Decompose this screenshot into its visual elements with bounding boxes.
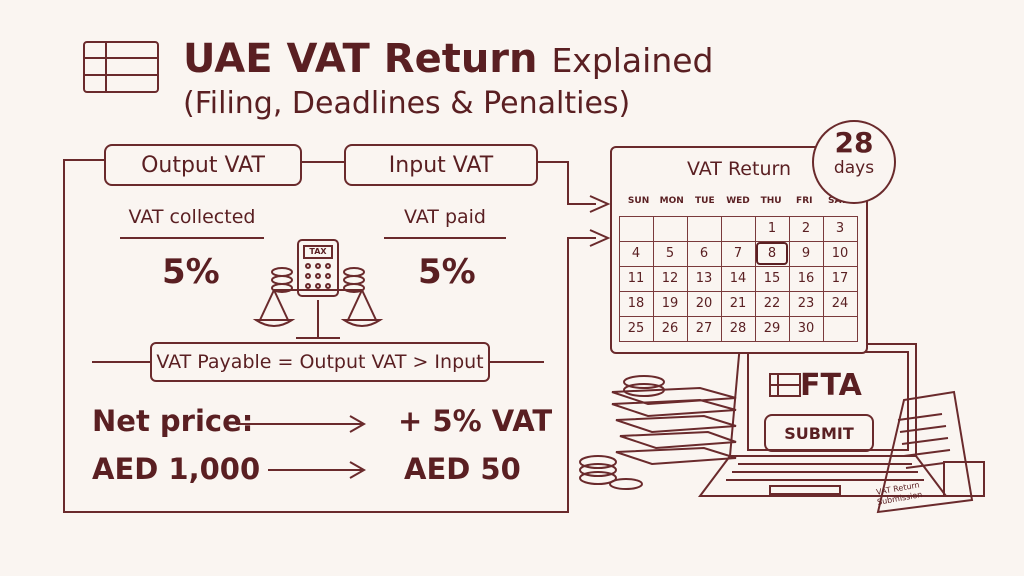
- output-vat-label: Output VAT: [104, 144, 302, 186]
- weekday: THU: [760, 196, 782, 206]
- title-bold: UAE VAT Return: [183, 36, 538, 82]
- input-vat-rate: 5%: [418, 252, 476, 292]
- days-number: 28: [834, 126, 874, 159]
- calendar-day: 1: [754, 215, 790, 242]
- fta-logo: FTA: [800, 368, 862, 403]
- calendar-day: [652, 215, 688, 242]
- calendar-day: 6: [686, 240, 722, 267]
- vat-amount: AED 50: [404, 452, 521, 486]
- output-vat-rate: 5%: [162, 252, 220, 292]
- calendar-day: 23: [788, 290, 824, 317]
- calendar-day: [686, 215, 722, 242]
- calendar-day: 13: [686, 265, 722, 292]
- vat-formula: VAT Payable = Output VAT > Input: [150, 342, 490, 382]
- calendar-day: 12: [652, 265, 688, 292]
- calendar-day: 21: [720, 290, 756, 317]
- calendar-day: 28: [720, 315, 756, 342]
- weekday: WED: [726, 196, 750, 206]
- title-rest: Explained: [551, 41, 714, 80]
- net-price-label: Net price:: [92, 404, 254, 438]
- calendar-weekdays: SUN MON TUE WED THU FRI SAT: [622, 196, 854, 206]
- calendar-day: [720, 215, 756, 242]
- calendar-day: [822, 315, 858, 342]
- net-amount: AED 1,000: [92, 452, 261, 486]
- calendar-day: 27: [686, 315, 722, 342]
- tax-tag: TAX: [309, 247, 327, 256]
- calendar-day: 9: [788, 240, 824, 267]
- calendar-day: 17: [822, 265, 858, 292]
- weekday: SAT: [827, 196, 847, 206]
- weekday: SUN: [627, 196, 650, 206]
- calendar-day: 29: [754, 315, 790, 342]
- calendar-day: [618, 215, 654, 242]
- calendar-day: 3: [822, 215, 858, 242]
- calendar-day: 16: [788, 265, 824, 292]
- input-vat-label: Input VAT: [344, 144, 538, 186]
- calendar-title: VAT Return: [687, 158, 791, 180]
- calendar-day: 25: [618, 315, 654, 342]
- calendar-day: 4: [618, 240, 654, 267]
- calendar-day: 18: [618, 290, 654, 317]
- weekday: FRI: [796, 196, 813, 206]
- days-unit: days: [833, 158, 875, 178]
- input-vat-desc: VAT paid: [404, 206, 486, 228]
- calendar-day: 30: [788, 315, 824, 342]
- calendar-day: 5: [652, 240, 688, 267]
- page-subtitle: (Filing, Deadlines & Penalties): [183, 86, 631, 121]
- calendar-day: 24: [822, 290, 858, 317]
- calendar-day: 26: [652, 315, 688, 342]
- calendar-day: 14: [720, 265, 756, 292]
- calendar-day: 20: [686, 290, 722, 317]
- page-title: UAE VAT Return Explained: [183, 36, 714, 82]
- calendar-day: 7: [720, 240, 756, 267]
- vat-add-label: + 5% VAT: [398, 404, 553, 438]
- calendar-day: 22: [754, 290, 790, 317]
- calendar-day: 19: [652, 290, 688, 317]
- output-vat-desc: VAT collected: [128, 206, 256, 228]
- days-badge: 28 days: [812, 120, 896, 204]
- weekday: MON: [659, 196, 684, 206]
- calendar-day: 11: [618, 265, 654, 292]
- calendar-day: 10: [822, 240, 858, 267]
- submit-button[interactable]: SUBMIT: [764, 414, 874, 452]
- weekday: TUE: [695, 196, 715, 206]
- calendar-day: 15: [754, 265, 790, 292]
- calendar-day: 8: [756, 242, 788, 265]
- calendar-day: 2: [788, 215, 824, 242]
